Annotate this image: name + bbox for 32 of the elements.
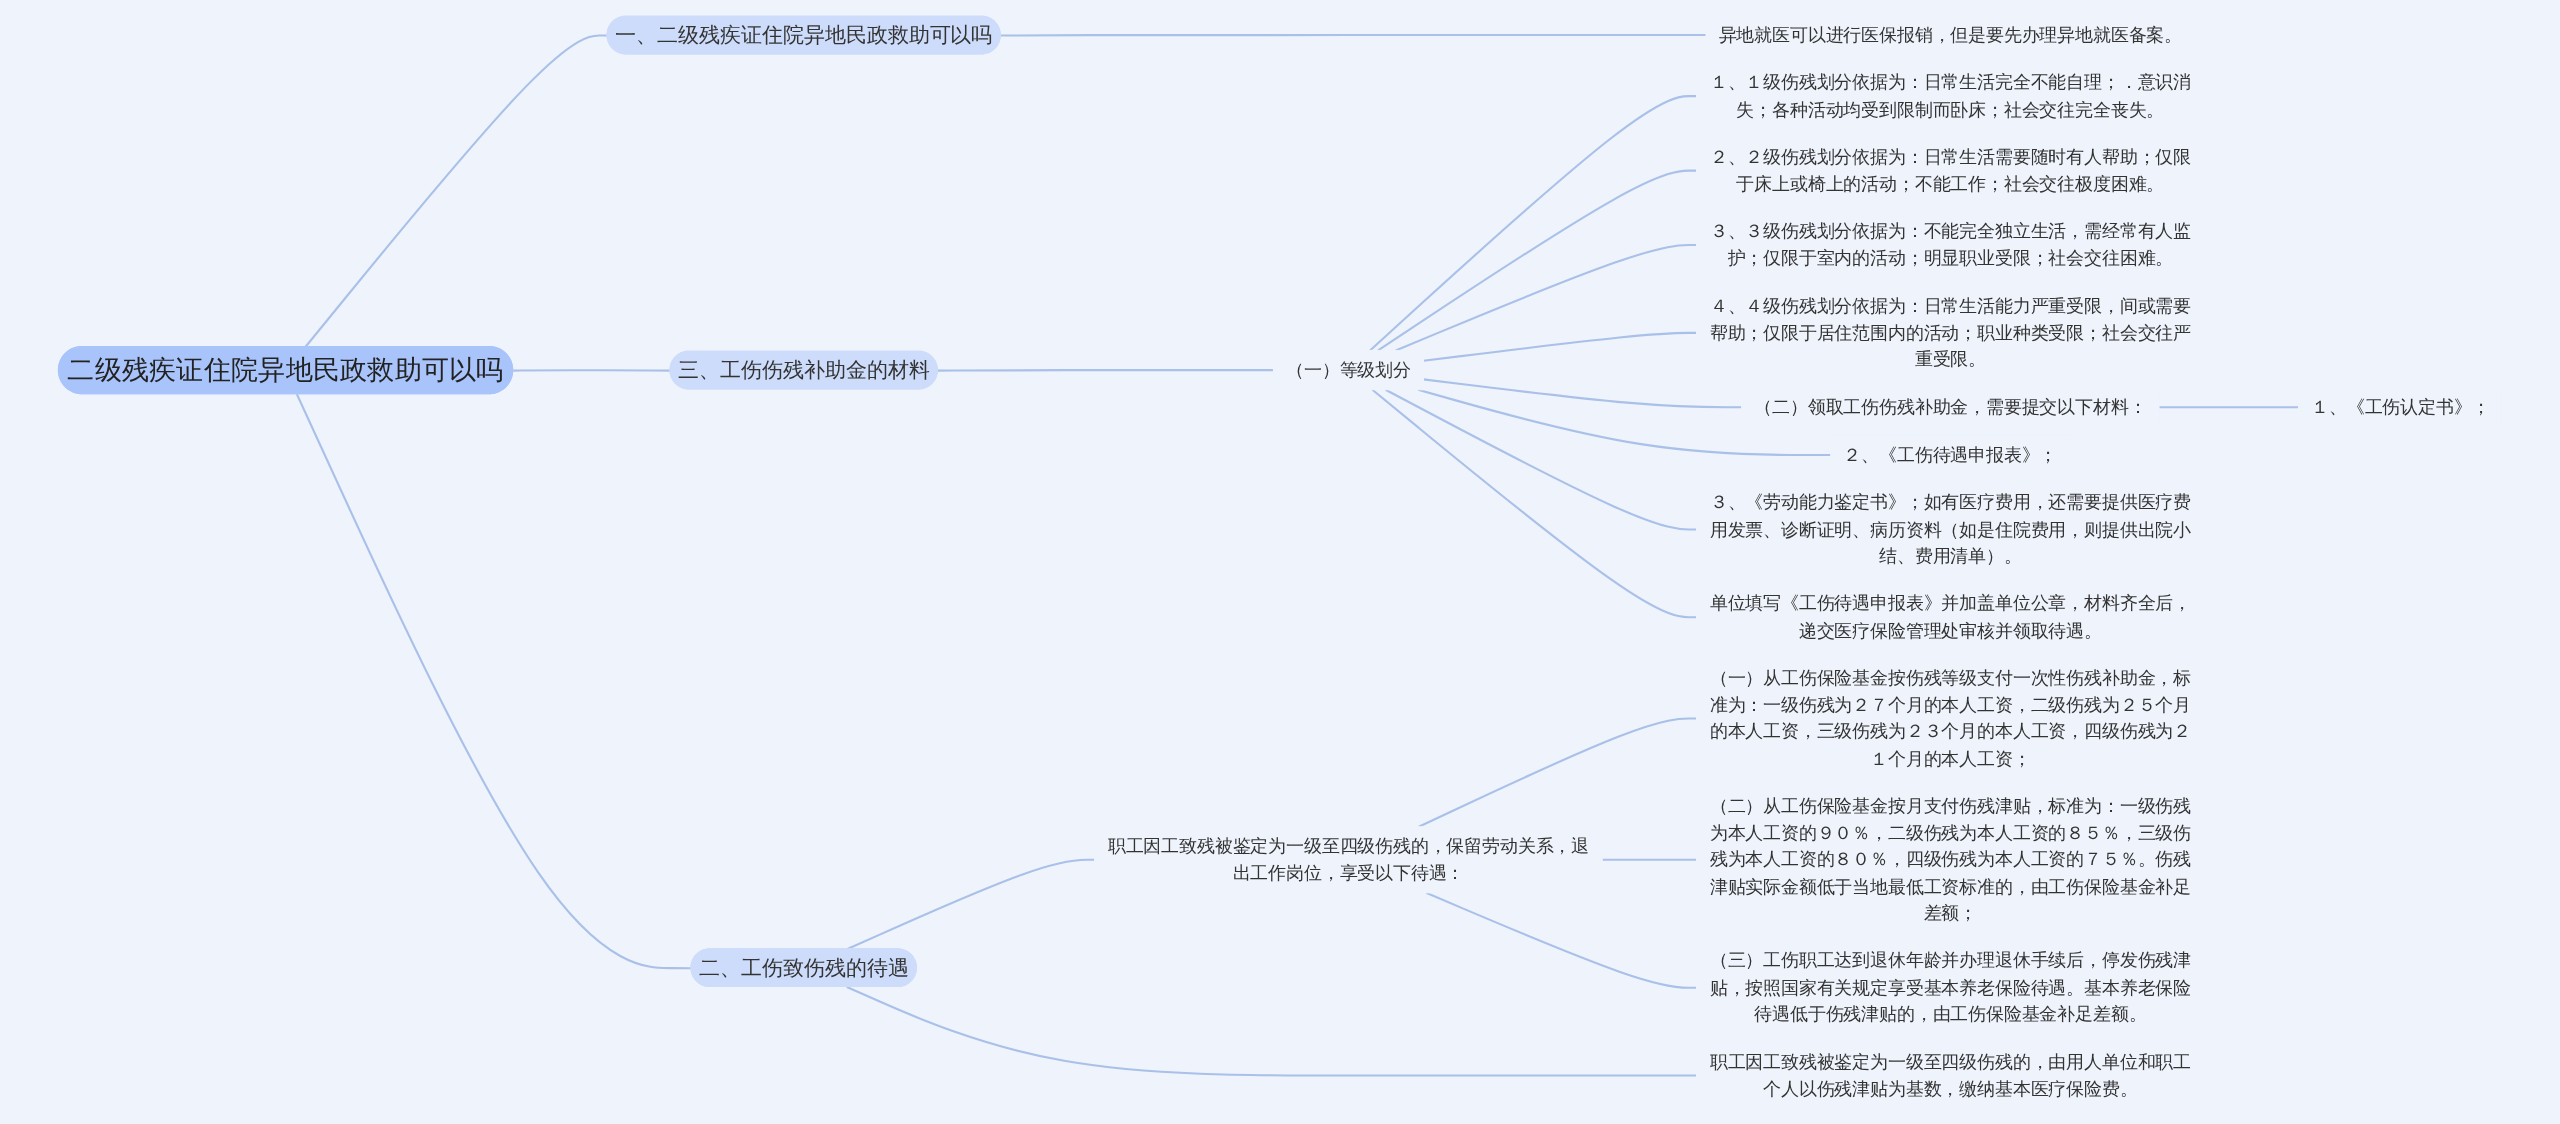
- connector: [937, 369, 1274, 372]
- node-text: １、《工伤认定书》；: [2310, 396, 2490, 418]
- connector: [1369, 95, 1697, 352]
- node-text: ３、《劳动能力鉴定书》；如有医疗费用，还需要提供医疗费用发票、诊断证明、病历资料（如是住院费用，则提供出院小结、费用清单）。: [1709, 491, 2191, 566]
- node-text: 职工因工致残被鉴定为一级至四级伤残的，保留劳动关系，退出工作岗位，享受以下待遇：: [1107, 835, 1589, 883]
- connector: [1417, 388, 1831, 457]
- node-text: （二）领取工伤伤残补助金，需要提交以下材料：: [1754, 396, 2147, 418]
- node-text: ４、４级伤残划分依据为：日常生活能力严重受限，间或需要帮助；仅限于居住范围内的活动；职业种类受限；社会交往严重受限。: [1709, 294, 2191, 370]
- connector: [1418, 717, 1697, 828]
- node-text: 异地就医可以进行医保报销，但是要先办理异地就医备案。: [1718, 23, 2182, 45]
- connector: [846, 986, 1697, 1077]
- node-text: （二）从工伤保险基金按月支付伤残津贴，标准为：一级伤残为本人工资的９０％，二级伤残为本人工资的８５％，三级伤残为本人工资的８０％，四级伤残为本人工资的７５％。伤残津贴实际金额低于当地最低工资标准的，由工伤保险基金补足差额；: [1709, 795, 2191, 923]
- connector: [1377, 169, 1697, 352]
- node-text: （三）工伤职工达到退休年龄并办理退休手续后，停发伤残津贴，按照国家有关规定享受基本养老保险待遇。基本养老保险待遇低于伤残津贴的，由工伤保险基金补足差额。: [1709, 949, 2191, 1025]
- node-text: １、１级伤残划分依据为：日常生活完全不能自理；．意识消失；各种活动均受到限制而卧床；社会交往完全丧失。: [1709, 71, 2191, 120]
- node-text: ２、２级伤残划分依据为：日常生活需要随时有人帮助；仅限于床上或椅上的活动；不能工作；社会交往极度困难。: [1709, 145, 2191, 194]
- connector: [1602, 858, 1697, 861]
- node-text: （一）等级划分: [1285, 358, 1411, 380]
- connector: [1000, 34, 1706, 37]
- node-text: ３、３级伤残划分依据为：不能完全独立生活，需经常有人监护；仅限于室内的活动；明显职业受限；社会交往困难。: [1709, 220, 2191, 269]
- connector: [2158, 406, 2299, 409]
- connector: [1371, 388, 1697, 619]
- connector: [1384, 388, 1697, 531]
- node-text: ２、《工伤待遇申报表》；: [1843, 443, 2058, 465]
- node-text: 职工因工致残被鉴定为一级至四级伤残的，由用人单位和职工个人以伤残津贴为基数，缴纳基本医疗保险费。: [1709, 1050, 2191, 1099]
- connector: [304, 34, 608, 348]
- connector: [1425, 891, 1697, 989]
- connector: [1423, 378, 1742, 409]
- connector: [1423, 331, 1697, 362]
- node-text: （一）从工伤保险基金按伤残等级支付一次性伤残补助金，标准为：一级伤残为２７个月的本人工资，二级伤残为２５个月的本人工资，三级伤残为２３个月的本人工资，四级伤残为２１个月的本人工资；: [1709, 667, 2191, 769]
- connector: [1395, 244, 1697, 352]
- node-text: 单位填写《工伤待遇申报表》并加盖单位公章，材料齐全后，递交医疗保险管理处审核并领取待遇。: [1709, 592, 2191, 641]
